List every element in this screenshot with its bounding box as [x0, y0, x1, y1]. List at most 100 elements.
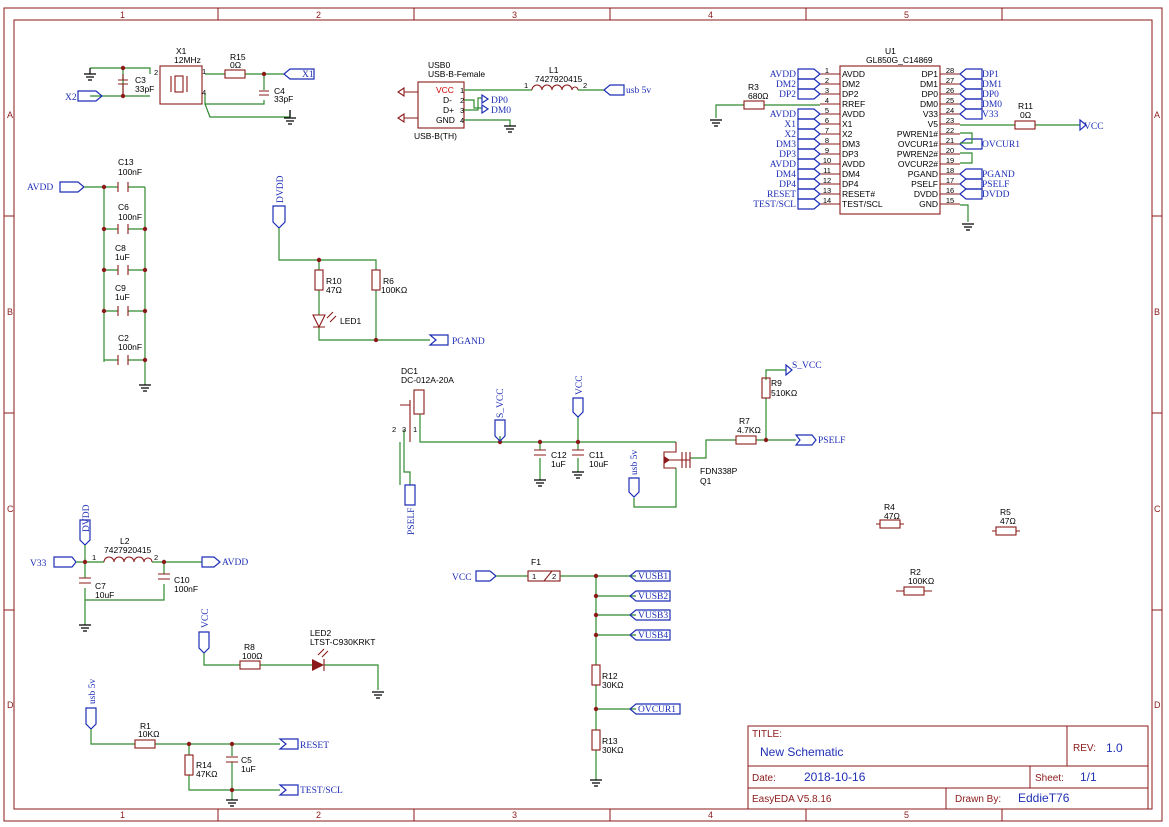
- net-pself-dc: PSELF: [407, 508, 417, 535]
- u1-pin-name: DP1: [921, 69, 938, 79]
- net-vcc-u1: VCC: [1084, 122, 1104, 132]
- u1-pin-number: 26: [946, 86, 954, 95]
- f1-pin-2: 2: [552, 572, 556, 581]
- net-vusb2: VUSB2: [638, 592, 668, 602]
- c3-ref: C3: [135, 75, 146, 85]
- net-dp0: DP0: [491, 96, 508, 106]
- c3-value: 33pF: [135, 84, 154, 94]
- u1-pin-number: 25: [946, 96, 954, 105]
- u1-pin-number: 15: [946, 196, 954, 205]
- net-v33: V33: [30, 559, 47, 569]
- u1-pin-number: 10: [823, 156, 831, 165]
- u1-pin-name: RESET#: [842, 189, 875, 199]
- r14-value: 47KΩ: [196, 769, 217, 779]
- r5-ref: R5: [1000, 507, 1011, 517]
- u1-pin-name: DM4: [842, 169, 860, 179]
- u1-net-label: PGAND: [982, 170, 1015, 180]
- dc1-value: DC-012A-20A: [401, 375, 454, 385]
- r10-value: 47Ω: [326, 285, 342, 295]
- u1-net-flag: [959, 108, 983, 120]
- u1-net-flag: [959, 138, 983, 150]
- x1-pin-2: 2: [154, 68, 158, 77]
- r14-ref: R14: [196, 760, 212, 770]
- u1-pin-number: 28: [946, 66, 954, 75]
- c7-value: 10uF: [95, 590, 114, 600]
- u1-pin-number: 27: [946, 76, 954, 85]
- r9-ref: R9: [771, 378, 782, 388]
- u1-net-label: AVDD: [770, 70, 796, 80]
- rev-value: 1.0: [1106, 741, 1123, 755]
- spare-resistors: R4 47Ω R5 47Ω R2 100KΩ: [876, 502, 1020, 596]
- led1-ref: LED1: [340, 316, 362, 326]
- tool-version: EasyEDA V5.8.16: [752, 794, 832, 805]
- net-avdd-left: AVDD: [27, 183, 53, 193]
- q1-ref: Q1: [700, 476, 712, 486]
- u1-pin-name: PSELF: [911, 179, 938, 189]
- net-vusb4: VUSB4: [638, 631, 668, 641]
- u1-net-flag: [959, 178, 983, 190]
- r12-value: 30KΩ: [602, 680, 623, 690]
- u1-pin-name: AVDD: [842, 69, 865, 79]
- u1-pin-number: 11: [823, 166, 831, 175]
- r3-value: 680Ω: [748, 91, 769, 101]
- c13-value: 100nF: [118, 167, 142, 177]
- col-label-2-bottom: 2: [316, 810, 321, 820]
- vbus-distribution-section: VCC 1 2 F1 R12 30KΩ R13 30KΩ VUSB1 VUSB2…: [452, 557, 681, 787]
- row-label-d: D: [7, 700, 14, 710]
- u1-pin-number: 8: [825, 136, 829, 145]
- r2-value: 100KΩ: [908, 576, 934, 586]
- c4-ref: C4: [274, 86, 285, 96]
- u1-pin-number: 6: [825, 116, 829, 125]
- u1-pin-name: DP3: [842, 149, 859, 159]
- col-label-3-bottom: 3: [512, 810, 517, 820]
- u1-net-label: DP3: [779, 150, 796, 160]
- u1-pin-name: DM2: [842, 79, 860, 89]
- x1-pin-1: 1: [202, 67, 206, 76]
- u1-pin-name: DM3: [842, 139, 860, 149]
- col-label-1-bottom: 1: [120, 810, 125, 820]
- u1-pin-name: AVDD: [842, 109, 865, 119]
- r8-value: 100Ω: [242, 651, 263, 661]
- u1-net-label: X2: [784, 130, 796, 140]
- dc1-ref: DC1: [401, 366, 418, 376]
- u1-net-flag: [797, 138, 821, 150]
- u1-pin-name: V5: [928, 119, 939, 129]
- pgand-led-section: DVDD R10 47Ω R6 100KΩ LED1 PGAND: [272, 175, 485, 347]
- u1-pin-number: 24: [946, 106, 954, 115]
- u1-pin-number: 23: [946, 116, 954, 125]
- usb0-pin-2: 2: [460, 96, 464, 105]
- u1-value: GL850G_C14869: [866, 55, 933, 65]
- u1-net-flag: [797, 188, 821, 200]
- usb0-pin-1: 1: [460, 86, 464, 95]
- avdd-filter-section: DVDD V33 1 2 L2 7427920415 C7 10uF C10 1…: [30, 504, 248, 632]
- c10-value: 100nF: [174, 584, 198, 594]
- u1-pin-number: 21: [946, 136, 954, 145]
- dc1-pin-2: 2: [392, 425, 396, 434]
- col-label-1: 1: [120, 10, 125, 20]
- u1-net-label: DM0: [982, 100, 1002, 110]
- u1-net-label: V33: [982, 110, 999, 120]
- rev-label: REV:: [1073, 743, 1096, 754]
- u1-net-flag: [959, 88, 983, 100]
- decoupling-capacitors: AVDD C13 100nF C6 100nF C8 1uF C9 1uF C2…: [27, 157, 151, 392]
- c10-ref: C10: [174, 575, 190, 585]
- r7-ref: R7: [739, 416, 750, 426]
- u1-net-label: DM3: [776, 140, 796, 150]
- l1-value: 7427920415: [535, 74, 583, 84]
- net-dm0: DM0: [491, 106, 511, 116]
- r5-value: 47Ω: [1000, 516, 1016, 526]
- r4-value: 47Ω: [884, 511, 900, 521]
- net-vusb3: VUSB3: [638, 611, 668, 621]
- c9-value: 1uF: [115, 292, 130, 302]
- usb0-pin-dm-name: D-: [443, 95, 452, 105]
- q1-value: FDN338P: [700, 466, 738, 476]
- sheet-frame: 1 2 3 4 5 1 2 3 4 5 A B C D A B C D: [3, 7, 1163, 822]
- sheet-label: Sheet:: [1035, 773, 1064, 784]
- col-label-4-bottom: 4: [708, 810, 713, 820]
- u1-net-flag: [797, 78, 821, 90]
- u1-pin-number: 14: [823, 196, 831, 205]
- net-x1: X1: [302, 70, 314, 80]
- u1-pin-name: PWREN1#: [897, 129, 938, 139]
- reset-section: usb 5v R1 10KΩ R14 47KΩ C5 1uF RESET TES…: [85, 679, 343, 807]
